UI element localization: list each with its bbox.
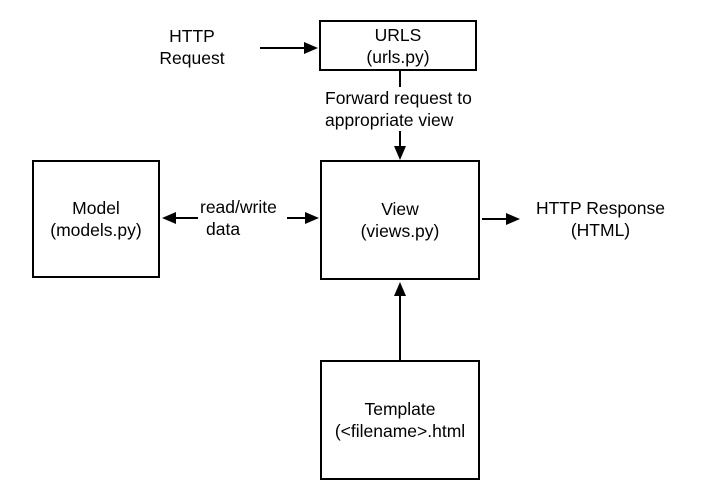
arrowhead-down-icon <box>393 146 406 160</box>
view-node-title: View <box>381 199 419 219</box>
http-response-label-line1: HTTP Response <box>535 198 666 218</box>
model-node-title: Model <box>72 198 120 218</box>
arrowhead-right-icon <box>304 41 318 54</box>
forward-request-label: Forward request to appropriate view <box>325 87 474 131</box>
model-node: Model (models.py) <box>32 160 160 278</box>
arrow-view-to-model <box>175 216 198 220</box>
arrow-http-request-to-urls <box>260 46 305 50</box>
urls-node: URLS (urls.py) <box>319 20 477 71</box>
http-request-label-line1: HTTP <box>169 26 215 46</box>
read-write-data-label: read/write data <box>200 196 277 240</box>
template-node-filename: (<filename>.html <box>334 421 466 441</box>
arrowhead-up-icon <box>393 282 406 296</box>
model-node-filename: (models.py) <box>50 220 142 240</box>
forward-request-label-line1: Forward request to <box>325 88 472 108</box>
view-node: View (views.py) <box>320 160 480 280</box>
arrow-model-to-view <box>287 216 306 220</box>
http-request-label: HTTP Request <box>140 25 244 69</box>
template-node-title: Template <box>364 399 436 419</box>
urls-node-title: URLS <box>374 24 422 45</box>
template-node: Template (<filename>.html <box>320 360 480 480</box>
view-node-filename: (views.py) <box>360 221 440 241</box>
http-response-label-line2: (HTML) <box>570 220 631 240</box>
http-response-label: HTTP Response (HTML) <box>528 197 673 241</box>
read-write-data-label-line2: data <box>206 219 241 239</box>
arrowhead-right-icon <box>506 212 520 225</box>
read-write-data-label-line1: read/write <box>200 197 277 217</box>
arrowhead-left-icon <box>162 211 176 224</box>
forward-request-label-line2: appropriate view <box>325 110 454 130</box>
arrowhead-right-icon <box>305 211 319 224</box>
urls-node-filename: (urls.py) <box>366 46 430 67</box>
arrow-view-to-http-response <box>482 217 507 221</box>
arrow-template-to-view <box>398 295 402 360</box>
http-request-label-line2: Request <box>159 48 225 68</box>
